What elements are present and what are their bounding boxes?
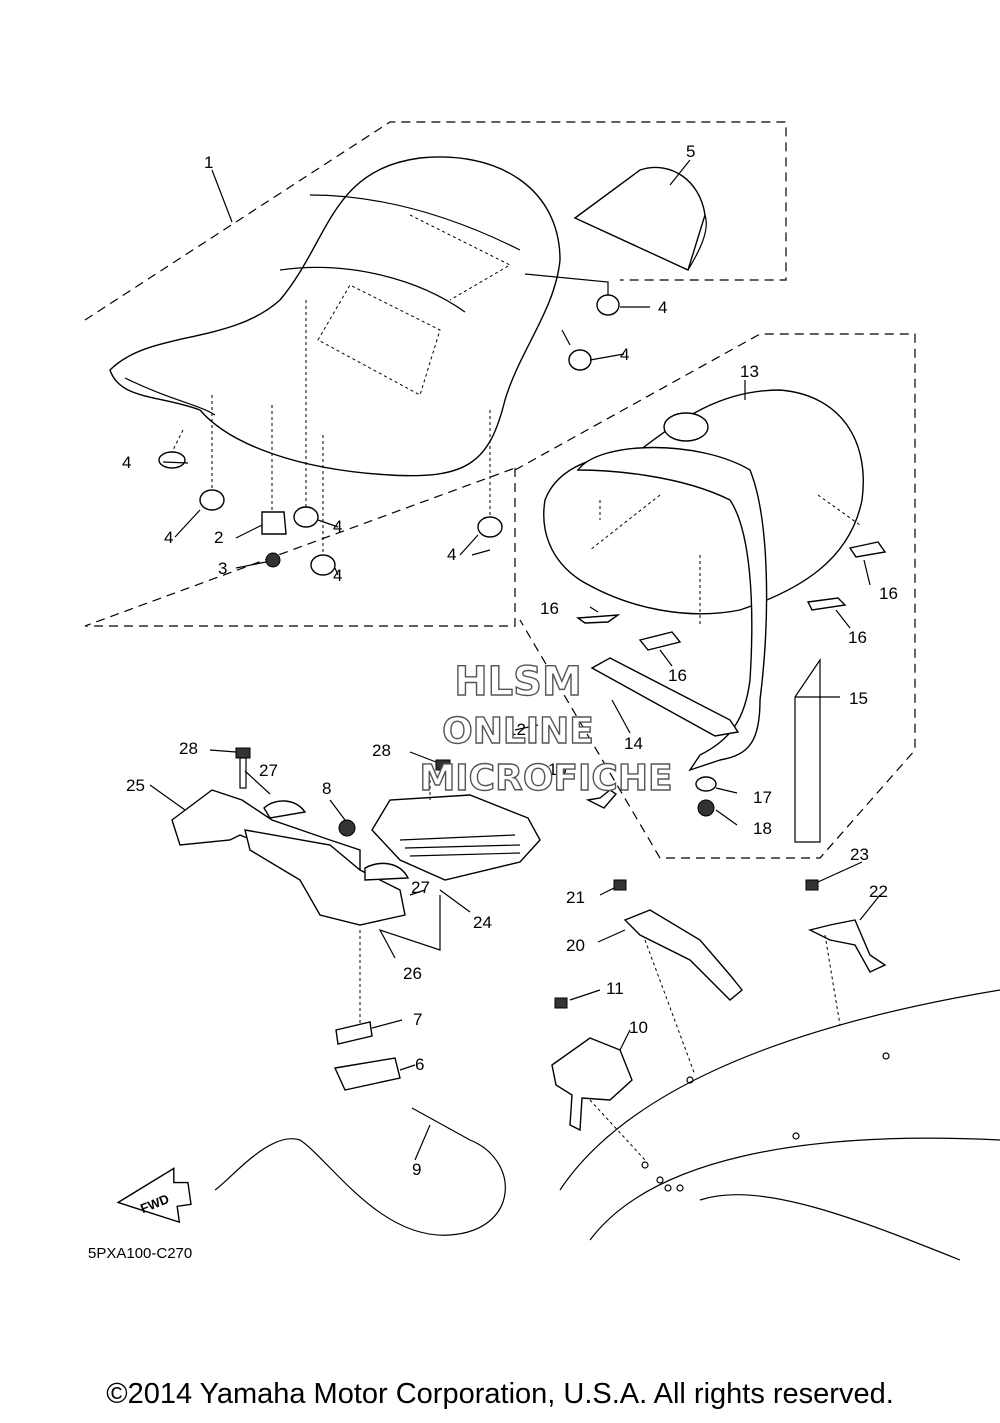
callout-20: 20 (566, 936, 585, 955)
callout-17: 17 (753, 788, 772, 807)
bolt-19 (585, 789, 618, 809)
callout-11: 11 (606, 979, 624, 998)
callout-24: 24 (473, 913, 492, 932)
callout-labels: 1 2 3 4 4 4 4 4 4 4 4 5 6 7 8 9 10 11 12… (122, 142, 898, 1179)
callout-22: 22 (869, 882, 888, 901)
watermark: HLSM ONLINE MICROFICHE (419, 658, 673, 799)
callout-7: 7 (413, 1010, 422, 1029)
dampers (158, 294, 620, 576)
callout-6: 6 (415, 1055, 424, 1074)
callout-4: 4 (164, 528, 173, 547)
callout-16: 16 (848, 628, 867, 647)
nut-18 (697, 799, 715, 817)
watermark-line2: ONLINE (442, 711, 594, 752)
callout-25: 25 (126, 776, 145, 795)
callout-2: 2 (214, 528, 223, 547)
fwd-arrow-icon: FWD (116, 1167, 192, 1224)
callout-1: 1 (204, 153, 213, 172)
watermark-line1: HLSM (454, 659, 582, 705)
drawing-code: 5PXA100-C270 (88, 1245, 192, 1262)
rear-seat-group-outline (514, 333, 916, 859)
callout-10: 10 (629, 1018, 648, 1037)
callout-16: 16 (540, 599, 559, 618)
callout-28: 28 (372, 741, 391, 760)
callout-12: 12 (507, 720, 526, 739)
callout-16: 16 (879, 584, 898, 603)
bracket-20 (623, 909, 743, 1001)
callout-27: 27 (411, 878, 430, 897)
rear-bracket (590, 657, 740, 737)
callout-15: 15 (849, 689, 868, 708)
callout-9: 9 (412, 1160, 421, 1179)
callout-4: 4 (122, 453, 131, 472)
callout-19: 19 (548, 760, 567, 779)
seat-pad (573, 166, 706, 271)
rear-seat (543, 389, 864, 772)
seat-lock (333, 1057, 401, 1091)
nut (265, 552, 281, 568)
callout-23: 23 (850, 845, 869, 864)
watermark-line3: MICROFICHE (419, 758, 672, 799)
seat-lock-bracket (171, 747, 410, 926)
front-seat-group-outline (84, 121, 787, 627)
bracket (261, 511, 287, 535)
copyright-notice: ©2014 Yamaha Motor Corporation, U.S.A. A… (106, 1378, 894, 1410)
callout-13: 13 (740, 362, 759, 381)
callout-4: 4 (333, 566, 342, 585)
callout-14: 14 (624, 734, 643, 753)
callout-4: 4 (658, 298, 667, 317)
callout-5: 5 (686, 142, 695, 161)
callout-8: 8 (322, 779, 331, 798)
handle-22 (807, 919, 887, 973)
main-seat (109, 156, 561, 477)
callout-4: 4 (333, 517, 342, 536)
callout-4: 4 (447, 545, 456, 564)
callout-21: 21 (566, 888, 585, 907)
lock-10 (551, 1037, 633, 1132)
clips (576, 541, 887, 651)
frame-outline (559, 989, 1000, 1261)
callout-4: 4 (620, 345, 629, 364)
collar (695, 776, 717, 792)
callout-3: 3 (218, 559, 227, 578)
callout-16: 16 (668, 666, 687, 685)
callout-18: 18 (753, 819, 772, 838)
callout-26: 26 (403, 964, 422, 983)
callout-28: 28 (179, 739, 198, 758)
cable (214, 1107, 506, 1236)
callout-27: 27 (259, 761, 278, 780)
plate-7 (335, 1021, 373, 1045)
